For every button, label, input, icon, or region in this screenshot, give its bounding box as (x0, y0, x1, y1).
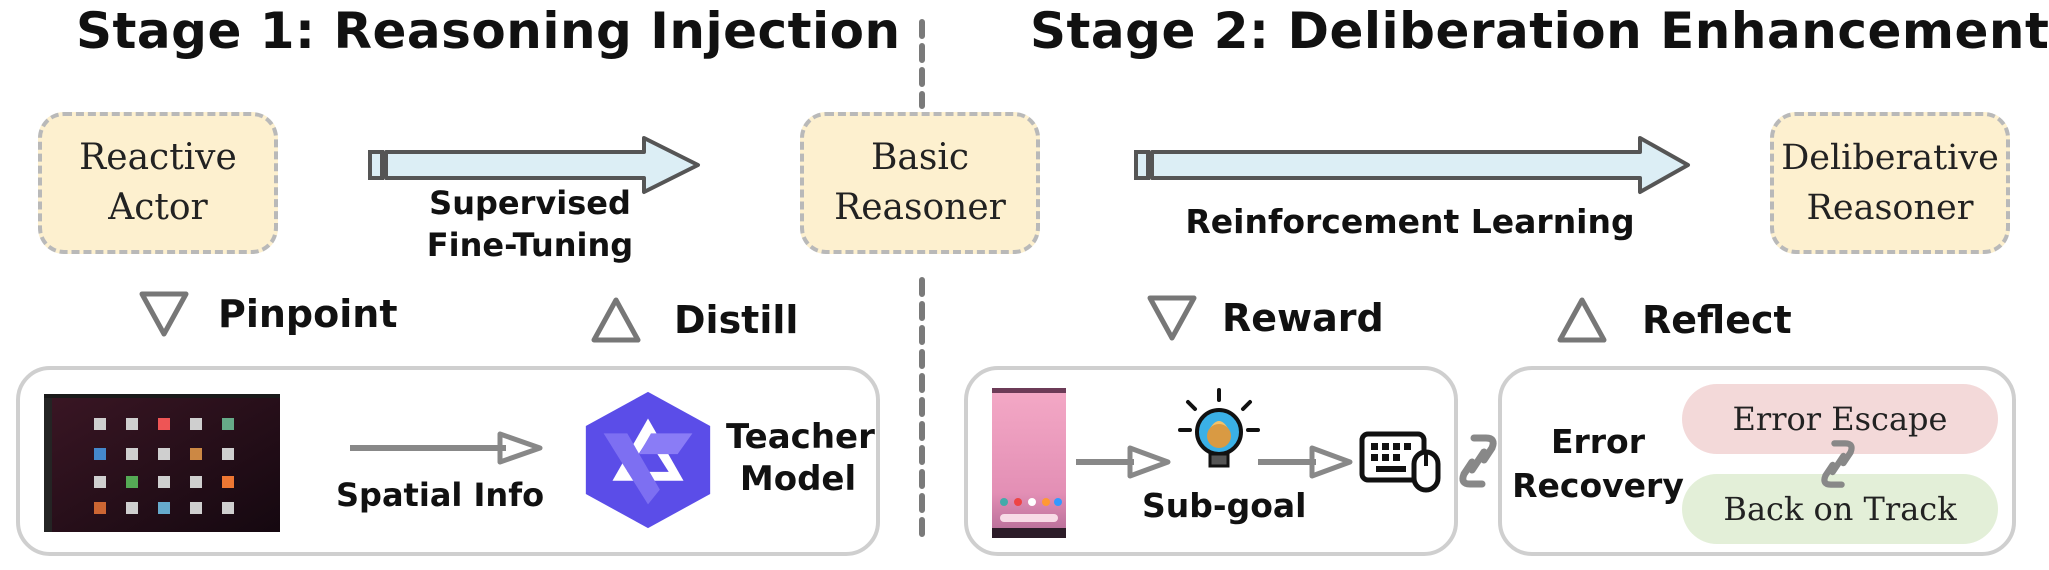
stage-divider (919, 19, 925, 537)
basic-reasoner-label: Basic Reasoner (834, 137, 1006, 228)
keyboard-mouse-icon (1359, 431, 1441, 493)
error-recovery-label: Error Recovery (1510, 420, 1686, 508)
triangle-up-icon (1557, 297, 1607, 343)
triangle-down-icon (139, 291, 189, 337)
reward-label: Reward (1222, 296, 1384, 340)
triangle-down-icon (1147, 295, 1197, 341)
sub-goal-label: Sub-goal (1142, 486, 1307, 525)
rl-arrow (1134, 136, 1690, 194)
subgoal-arrow-out (1258, 445, 1353, 479)
chain-link-icon (1459, 434, 1497, 488)
teacher-model-label: Teacher Model (726, 416, 875, 500)
triangle-up-icon (591, 297, 641, 343)
stage2-title: Stage 2: Deliberation Enhancement (1030, 2, 2049, 60)
subgoal-arrow-in (1076, 445, 1171, 479)
distill-label: Distill (674, 298, 799, 342)
spatial-arrow (350, 431, 543, 465)
deliberative-reasoner-node: Deliberative Reasoner (1770, 112, 2010, 254)
deliberative-reasoner-label: Deliberative Reasoner (1781, 138, 1999, 228)
reward-panel: Sub-goal (964, 366, 1458, 556)
stage1-title: Stage 1: Reasoning Injection (76, 2, 901, 60)
reflect-label: Reflect (1642, 298, 1792, 342)
distill-row: Distill (590, 296, 798, 344)
sft-label: Supervised Fine-Tuning (400, 182, 660, 266)
pinpoint-row: Pinpoint (138, 290, 397, 338)
sft-arrow (368, 136, 700, 194)
reward-row: Reward (1146, 294, 1384, 342)
basic-reasoner-node: Basic Reasoner (800, 112, 1040, 254)
spatial-info-label: Spatial Info (336, 476, 545, 514)
rl-label: Reinforcement Learning (1185, 202, 1635, 241)
pinpoint-label: Pinpoint (218, 292, 398, 336)
reactive-actor-node: Reactive Actor (38, 112, 278, 254)
pinpoint-panel: Spatial Info Teacher Model (16, 366, 880, 556)
reflect-panel: Error Recovery Error Escape Back on Trac… (1498, 366, 2016, 556)
teacher-model-text: Teacher Model (726, 417, 875, 499)
phone-screenshot (992, 388, 1066, 538)
sft-label-text: Supervised Fine-Tuning (426, 184, 634, 264)
reflect-row: Reflect (1556, 296, 1792, 344)
reactive-actor-label: Reactive Actor (79, 137, 237, 228)
error-recovery-text: Error Recovery (1512, 422, 1684, 505)
qwen-logo-icon (585, 391, 711, 529)
desktop-screenshot (44, 394, 280, 532)
chain-link-icon (1821, 440, 1855, 488)
lightbulb-icon (1178, 388, 1260, 468)
